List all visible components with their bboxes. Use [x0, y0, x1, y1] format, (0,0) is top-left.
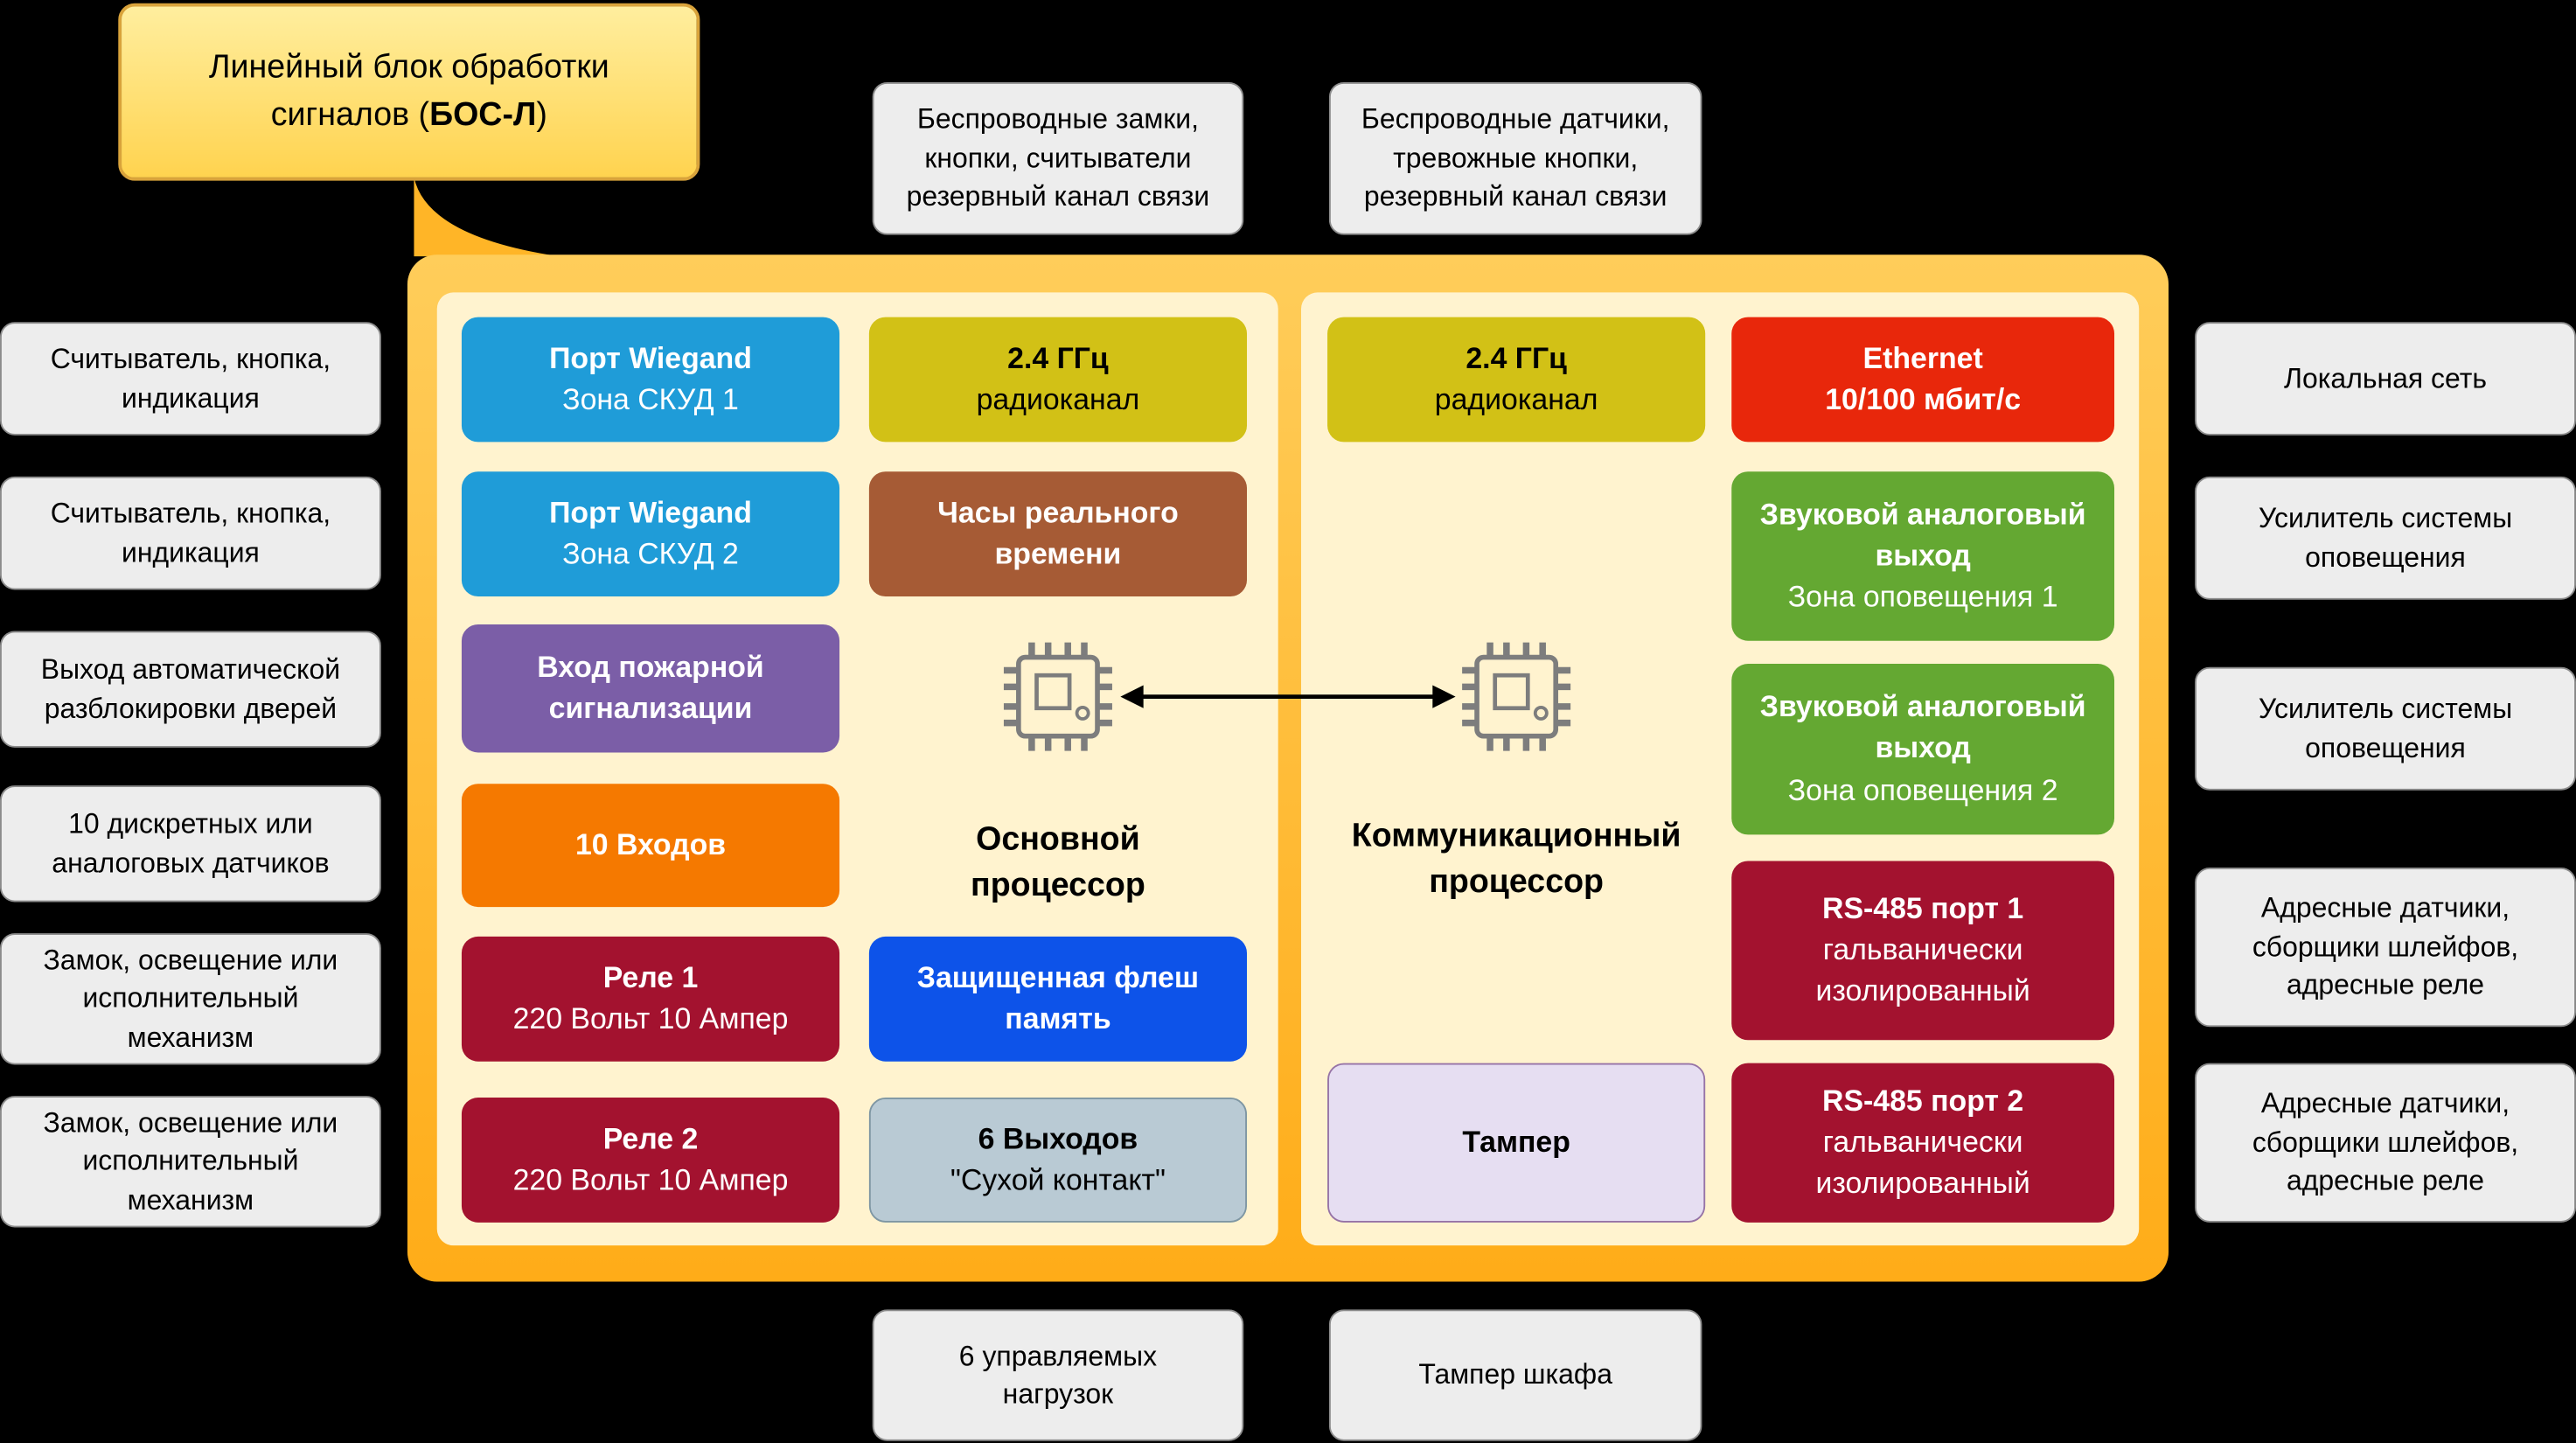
block-title: 6 Выходов [978, 1121, 1138, 1155]
block-6-outputs: 6 Выходов "Сухой контакт" [868, 1098, 1248, 1223]
block-title: 2.4 ГГц [1466, 341, 1567, 375]
block-subtitle: 10/100 мбит/с [1825, 382, 2022, 416]
block-tamper: Тампер [1327, 1063, 1706, 1223]
callout-text-main: Линейный блок обработки сигналов ( [208, 49, 609, 134]
block-subtitle: Зона СКУД 1 [562, 382, 739, 416]
comm-processor-label: Коммуникационный процессор [1351, 818, 1681, 901]
block-ethernet: Ethernet 10/100 мбит/с [1731, 317, 2115, 443]
label-cabinet-tamper: Тампер шкафа [1328, 1309, 1702, 1441]
callout-text-bold: БОС-Л [429, 96, 537, 134]
block-title: Тампер [1462, 1125, 1570, 1159]
block-title: 10 Входов [574, 827, 727, 861]
block-subtitle: радиоканал [976, 382, 1140, 416]
block-subtitle: Зона оповещения 2 [1787, 773, 2058, 806]
block-title: Реле 2 [602, 1121, 699, 1155]
block-subtitle: 220 Вольт 10 Ампер [512, 1002, 789, 1035]
block-title: Звуковой аналоговый выход [1759, 690, 2086, 765]
block-subtitle: гальванически изолированный [1815, 1125, 2030, 1200]
comm-processor-chip-icon [1462, 642, 1571, 751]
block-subtitle: "Сухой контакт" [950, 1163, 1166, 1196]
main-processor-label: Основной процессор [971, 821, 1145, 904]
block-fire-alarm-input: Вход пожарной сигнализации [461, 624, 840, 753]
block-audio-out-1: Звуковой аналоговый выход Зона оповещени… [1731, 471, 2115, 641]
block-rs485-port-1: RS-485 порт 1 гальванически изолированны… [1731, 861, 2115, 1041]
block-audio-out-2: Звуковой аналоговый выход Зона оповещени… [1731, 664, 2115, 835]
callout-tail [414, 177, 559, 257]
label-reader-2: Считыватель, кнопка, индикация [0, 476, 381, 590]
block-relay-2: Реле 2 220 Вольт 10 Ампер [461, 1098, 840, 1223]
block-subtitle: Зона СКУД 2 [562, 537, 739, 570]
block-subtitle: радиоканал [1434, 382, 1598, 416]
label-wireless-locks: Беспроводные замки, кнопки, считыватели … [872, 81, 1244, 235]
block-title: 2.4 ГГц [1007, 341, 1109, 375]
label-addressable-devices-1: Адресные датчики, сборщики шлейфов, адре… [2195, 868, 2576, 1028]
block-title: Порт Wiegand [549, 341, 752, 375]
block-relay-1: Реле 1 220 Вольт 10 Ампер [461, 936, 840, 1062]
block-radio-main: 2.4 ГГц радиоканал [868, 317, 1248, 443]
block-title: Часы реального времени [937, 496, 1179, 570]
callout-title: Линейный блок обработки сигналов (БОС-Л) [118, 3, 700, 181]
label-pa-amplifier-1: Усилитель системы оповещения [2195, 476, 2576, 600]
block-wiegand-port-1: Порт Wiegand Зона СКУД 1 [461, 317, 840, 443]
block-title: Порт Wiegand [549, 496, 752, 529]
block-subtitle: Зона оповещения 1 [1787, 580, 2058, 613]
label-wireless-sensors: Беспроводные датчики, тревожные кнопки, … [1328, 81, 1702, 235]
label-local-network: Локальная сеть [2195, 322, 2576, 436]
label-pa-amplifier-2: Усилитель системы оповещения [2195, 666, 2576, 791]
block-rtc: Часы реального времени [868, 471, 1248, 597]
label-reader-1: Считыватель, кнопка, индикация [0, 322, 381, 436]
main-processor-chip-icon [1003, 642, 1112, 751]
label-lock-actuator-1: Замок, освещение или исполнительный меха… [0, 933, 381, 1065]
label-lock-actuator-2: Замок, освещение или исполнительный меха… [0, 1096, 381, 1228]
block-subtitle: гальванически изолированный [1815, 932, 2030, 1007]
label-addressable-devices-2: Адресные датчики, сборщики шлейфов, адре… [2195, 1063, 2576, 1223]
callout-text-end: ) [536, 96, 547, 134]
block-title: Защищенная флеш память [916, 960, 1200, 1035]
block-10-inputs: 10 Входов [461, 784, 840, 908]
label-6-controlled-loads: 6 управляемых нагрузок [872, 1309, 1244, 1441]
block-title: RS-485 порт 1 [1822, 891, 2024, 925]
block-rs485-port-2: RS-485 порт 2 гальванически изолированны… [1731, 1063, 2115, 1223]
label-auto-unlock-output: Выход автоматической разблокировки двере… [0, 631, 381, 748]
comm-processor-panel: 2.4 ГГц радиоканал Коммуникаци [1301, 292, 2140, 1246]
block-radio-comm: 2.4 ГГц радиоканал [1327, 317, 1706, 443]
block-title: Вход пожарной сигнализации [537, 650, 764, 725]
block-title: Реле 1 [602, 960, 699, 994]
block-title: Ethernet [1862, 341, 1983, 375]
block-subtitle: 220 Вольт 10 Ампер [512, 1163, 789, 1196]
main-processor-panel: Порт Wiegand Зона СКУД 1 Порт Wiegand Зо… [436, 292, 1278, 1246]
label-10-sensors: 10 дискретных или аналоговых датчиков [0, 785, 381, 903]
block-flash-memory: Защищенная флеш память [868, 936, 1248, 1062]
block-title: RS-485 порт 2 [1822, 1084, 2024, 1118]
main-unit: Порт Wiegand Зона СКУД 1 Порт Wiegand Зо… [407, 254, 2169, 1282]
block-wiegand-port-2: Порт Wiegand Зона СКУД 2 [461, 471, 840, 597]
block-title: Звуковой аналоговый выход [1759, 497, 2086, 572]
callout-title-text: Линейный блок обработки сигналов (БОС-Л) [151, 45, 667, 140]
processor-link-arrow [1120, 685, 1456, 708]
